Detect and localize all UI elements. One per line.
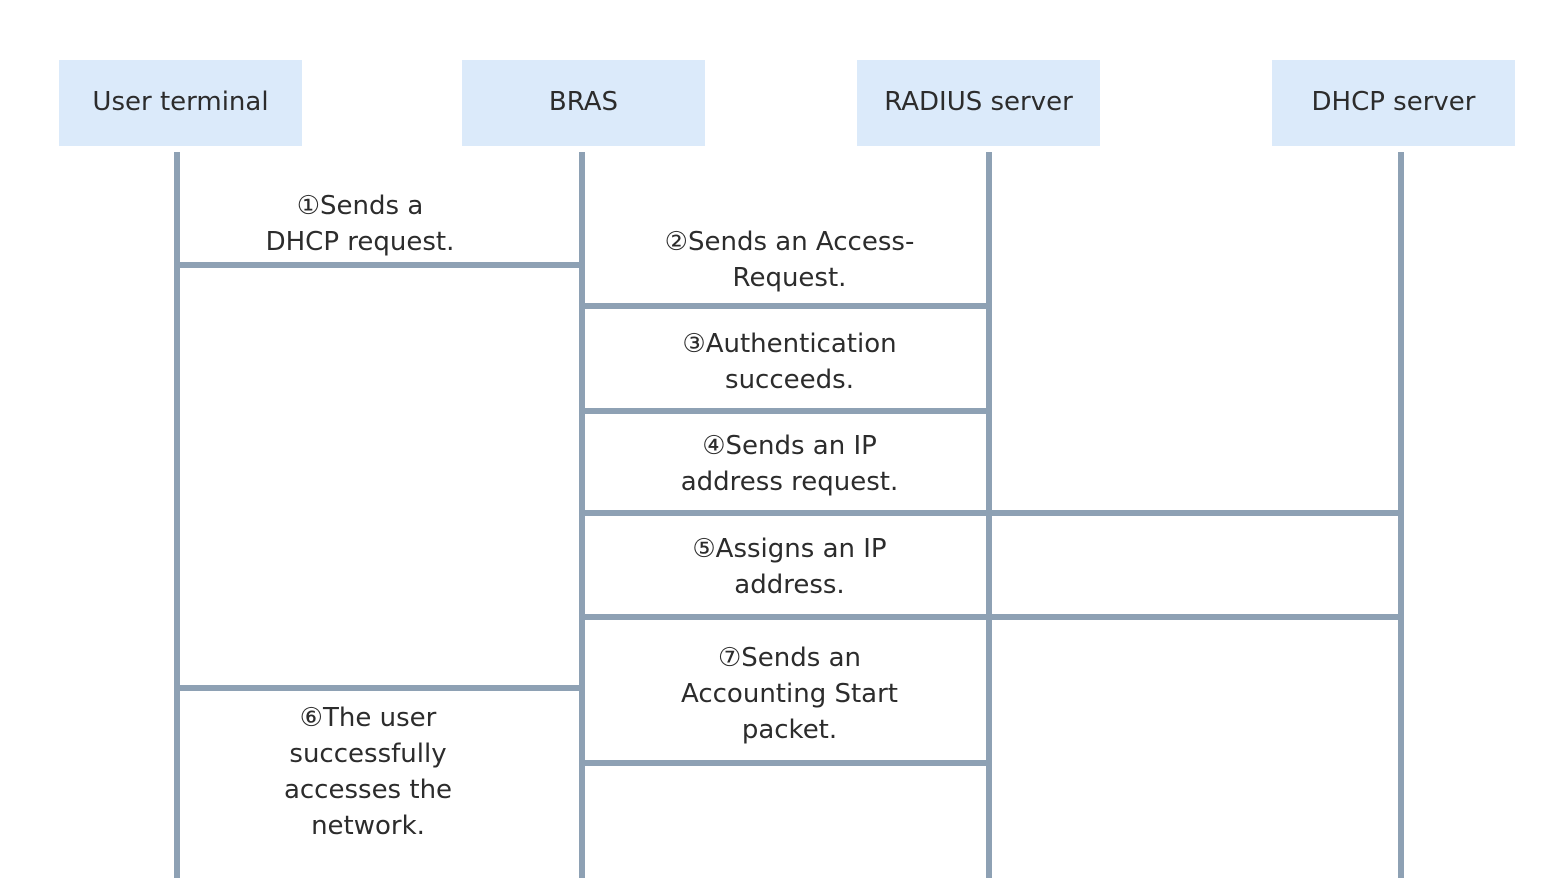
message-line-5 [579, 614, 1404, 620]
message-label-6: ⑥The user successfully accesses the netw… [283, 703, 453, 841]
message-line-4 [579, 510, 1404, 516]
message-label-1: ①Sends a DHCP request. [265, 191, 455, 257]
actor-box-user-terminal: User terminal [59, 60, 302, 146]
message-line-1 [174, 262, 585, 268]
actor-box-dhcp-server: DHCP server [1272, 60, 1515, 146]
message-line-2 [579, 303, 992, 309]
message-line-3 [579, 408, 992, 414]
message-label-2: ②Sends an Access- Request. [664, 227, 915, 293]
lifeline-user-terminal [174, 152, 180, 878]
actor-box-bras: BRAS [462, 60, 705, 146]
actor-box-radius-server: RADIUS server [857, 60, 1100, 146]
message-line-7 [579, 760, 992, 766]
message-label-7: ⑦Sends an Accounting Start packet. [681, 643, 898, 745]
message-label-4: ④Sends an IP address request. [680, 431, 899, 497]
message-line-6 [174, 685, 585, 691]
message-label-5: ⑤Assigns an IP address. [692, 534, 887, 600]
message-label-3: ③Authentication succeeds. [682, 329, 897, 395]
